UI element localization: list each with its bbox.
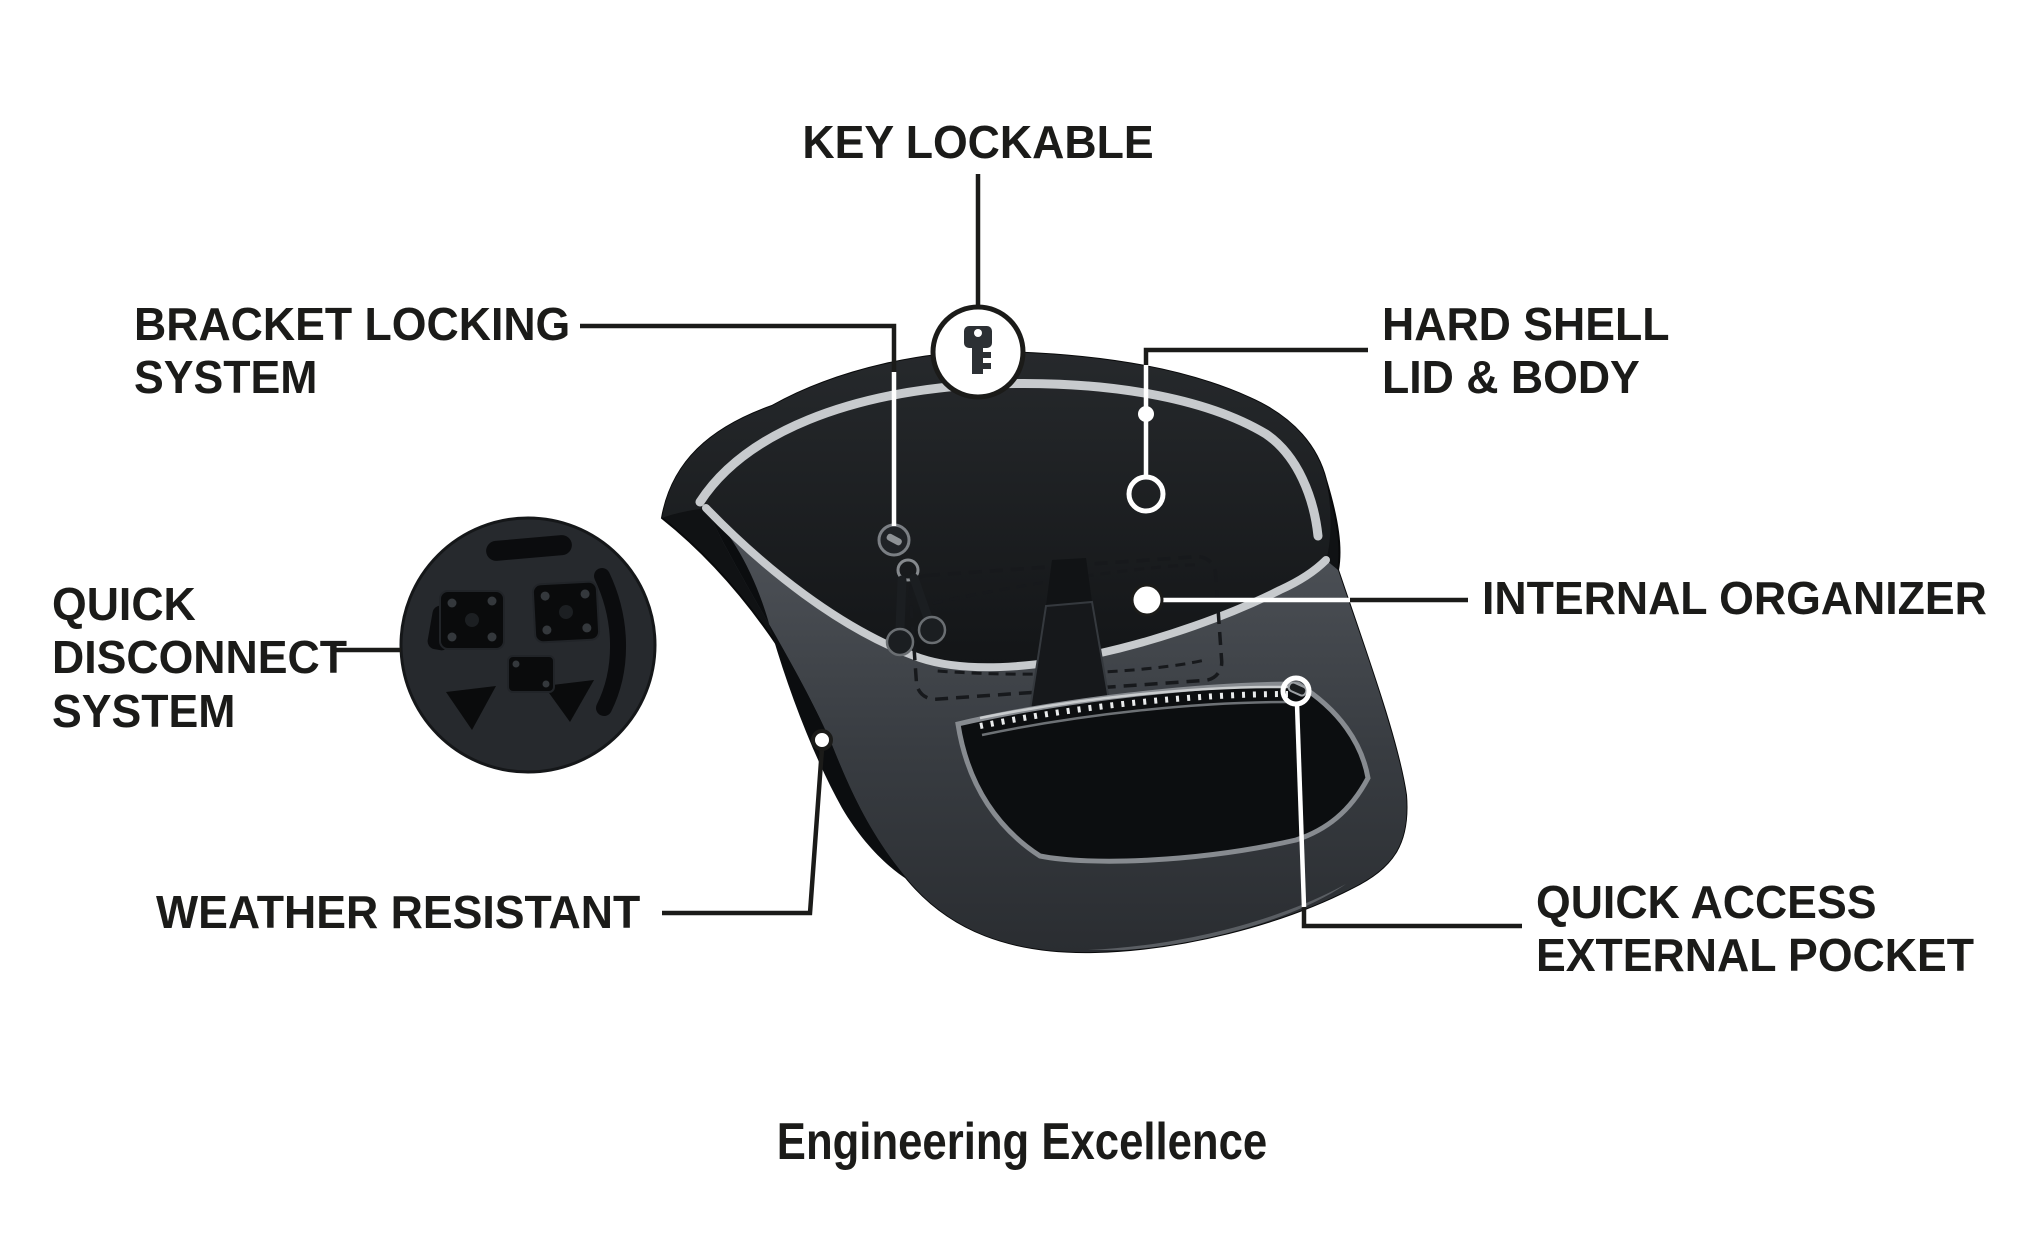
callout-label-quick-disconnect-system: QUICK DISCONNECT SYSTEM <box>52 578 347 738</box>
lid-top-seam <box>695 378 1323 541</box>
callout-label-key-lockable: KEY LOCKABLE <box>794 116 1163 169</box>
page-title: Engineering Excellence <box>776 1113 1268 1171</box>
callout-marker-quick-access <box>1280 675 1312 707</box>
key-icon <box>964 326 992 374</box>
zipper-track-bottom <box>981 700 1289 737</box>
callout-text: QUICK ACCESS <box>1536 876 1877 928</box>
bag-strap <box>1046 558 1092 606</box>
callout-marker-internal-organizer <box>1130 583 1164 617</box>
callout-text: KEY LOCKABLE <box>802 116 1154 168</box>
callout-text: EXTERNAL POCKET <box>1536 929 1975 982</box>
inset-bracket-left <box>446 686 496 730</box>
quick-disconnect-inset <box>399 516 657 774</box>
callout-line-bracket-locking <box>580 323 897 372</box>
inset-bracket-right <box>544 680 594 722</box>
callout-text: BRACKET LOCKING <box>134 298 571 350</box>
callout-line-quick-access-on-bag <box>1294 703 1307 908</box>
callout-line-weather-resistant <box>662 747 825 916</box>
zipper-pull <box>1287 681 1308 697</box>
callout-text: SYSTEM <box>52 684 236 737</box>
bag-lid <box>662 351 1331 668</box>
lid-bottom-seam <box>702 504 1330 672</box>
key-lock-emblem <box>930 304 1026 400</box>
callout-lines <box>336 174 1522 929</box>
callout-text: SYSTEM <box>134 351 318 404</box>
inset-handle <box>486 535 572 561</box>
callout-label-bracket-locking-system: BRACKET LOCKING SYSTEM <box>134 298 570 405</box>
callout-marker-weather-resistant <box>811 729 833 751</box>
bag-left-side <box>706 508 908 880</box>
callout-marker-hard-shell-ring <box>1126 474 1166 514</box>
external-pocket <box>955 681 1371 864</box>
inset-center-plate <box>507 655 555 693</box>
callout-text: INTERNAL ORGANIZER <box>1482 572 1987 624</box>
keyhole-lock-icon <box>877 523 911 557</box>
callout-line-quick-access <box>1301 907 1522 929</box>
callout-line-hard-shell <box>1143 347 1368 365</box>
saddlebag-illustration <box>660 350 1408 954</box>
callout-text: HARD SHELL <box>1382 298 1670 350</box>
callout-text: QUICK <box>52 578 196 630</box>
callout-text: WEATHER RESISTANT <box>156 886 641 938</box>
inset-strap <box>594 568 626 716</box>
callout-text: LID & BODY <box>1382 351 1640 404</box>
inset-mounting-plate-left <box>439 590 505 650</box>
keys-icon <box>885 558 947 657</box>
zipper-track-top <box>979 685 1289 720</box>
inset-mounting-plate-right <box>531 580 601 644</box>
callout-marker-hard-shell-dot <box>1138 406 1154 422</box>
callout-text: DISCONNECT <box>52 631 348 684</box>
callout-label-hard-shell-lid-body: HARD SHELL LID & BODY <box>1382 298 1670 405</box>
callout-label-internal-organizer: INTERNAL ORGANIZER <box>1482 572 1987 625</box>
callout-label-weather-resistant: WEATHER RESISTANT <box>156 886 640 939</box>
callout-label-quick-access-external-pocket: QUICK ACCESS EXTERNAL POCKET <box>1536 876 1974 983</box>
